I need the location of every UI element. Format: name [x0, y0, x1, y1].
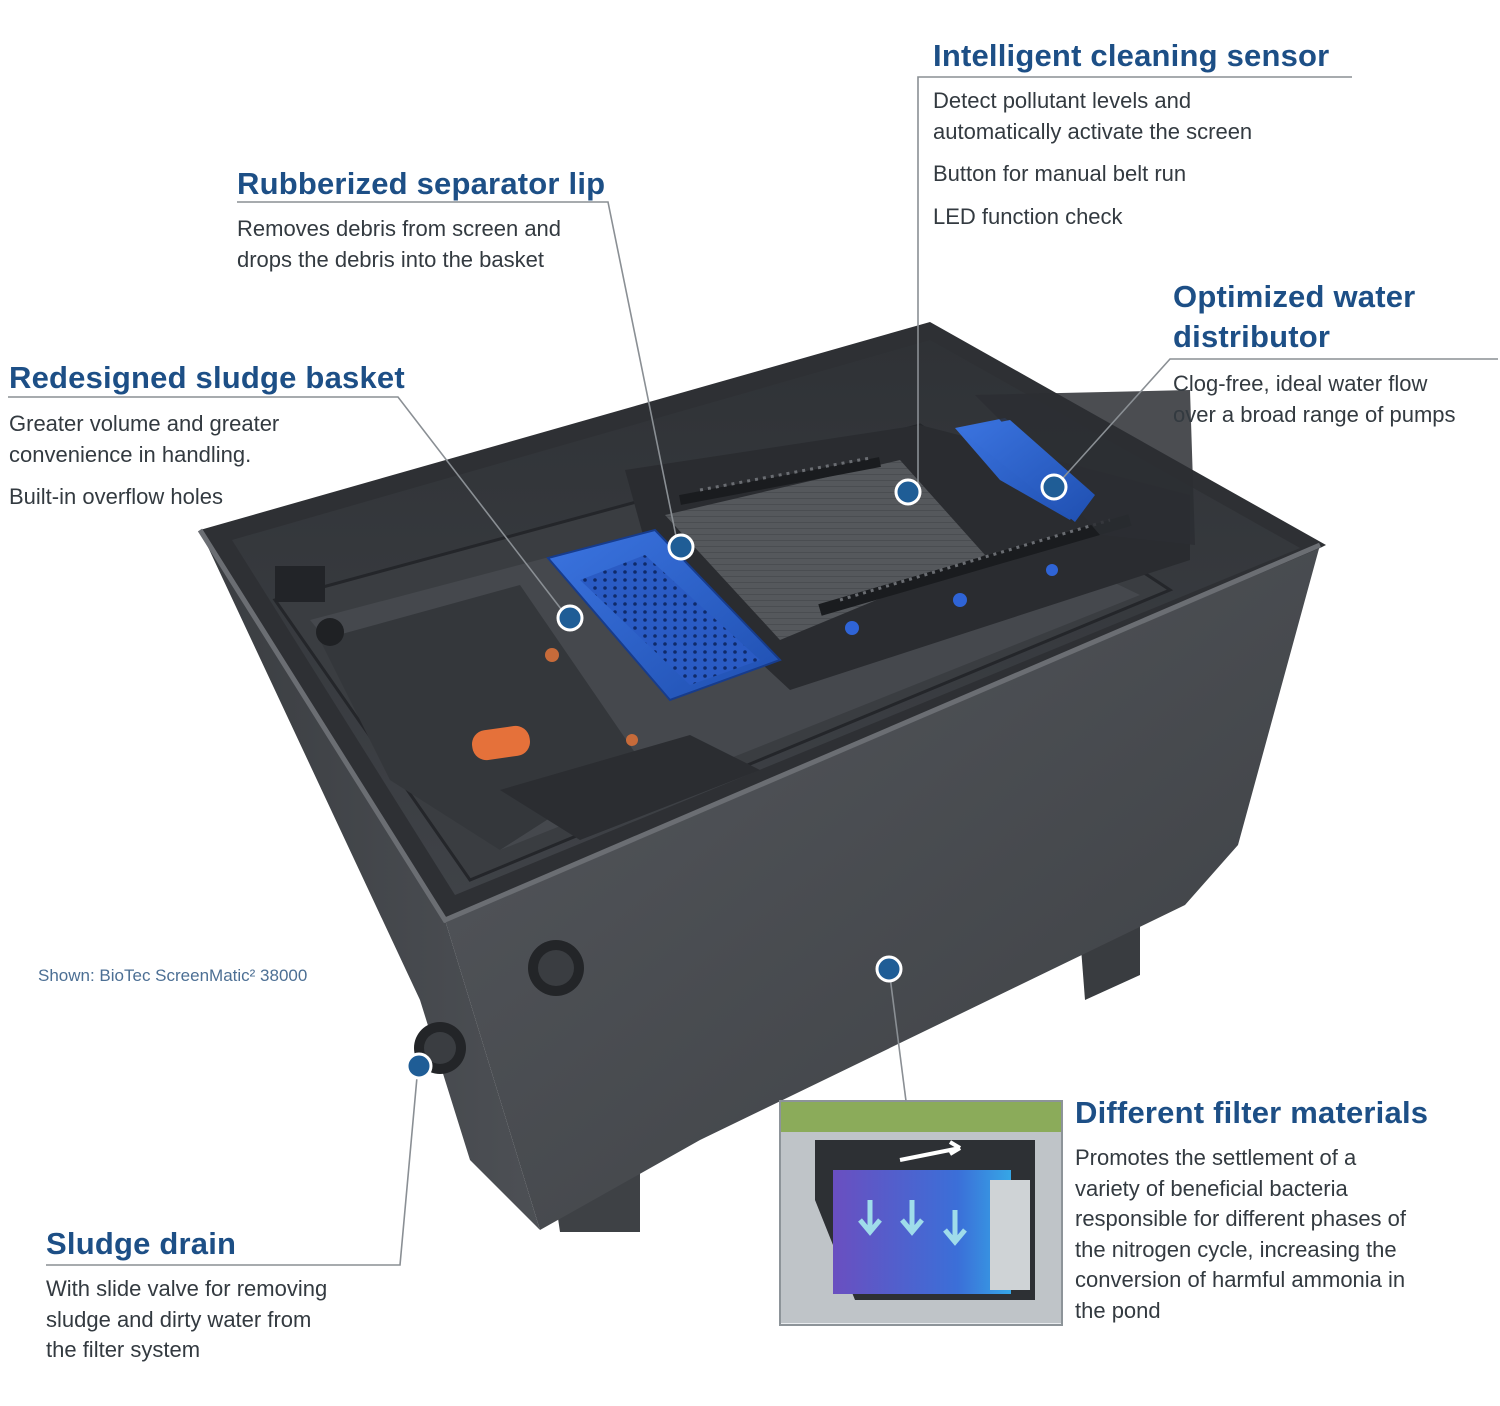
screw-knob — [845, 621, 859, 635]
trough-ramp — [500, 735, 760, 840]
callout-text: drops the debris into the basket — [237, 246, 544, 272]
screw-knob — [953, 593, 967, 607]
callout-title: Intelligent cleaning sensor — [933, 38, 1330, 73]
housing-rim-edge — [197, 528, 1321, 924]
marker-dot — [1040, 473, 1068, 501]
marker-dots — [405, 473, 1068, 1080]
filter-inset-media — [833, 1170, 1011, 1294]
filter-inset-down-arrow — [858, 1200, 967, 1246]
screen-rail-teeth — [839, 518, 1111, 602]
callout-text: automatically activate the screen — [933, 118, 1253, 144]
leader-sludge-basket — [8, 396, 569, 619]
drain-hole — [545, 648, 559, 662]
callout-sludge-basket: Redesigned sludge basket Greater volume … — [9, 358, 405, 513]
callout-title: Sludge drain — [46, 1226, 237, 1261]
marker-dot — [556, 604, 584, 632]
screw-knob — [1046, 564, 1058, 576]
filter-inset-column — [990, 1180, 1030, 1290]
callout-separator-lip: Rubberized separator lip Removes debris … — [237, 164, 605, 275]
callout-text: Removes debris from screen and — [237, 216, 562, 241]
callout-text: Promotes the settlement of a — [1075, 1145, 1357, 1170]
logo-badge — [472, 725, 530, 761]
callout-title: Redesigned sludge basket — [9, 360, 405, 395]
product-caption: Shown: BioTec ScreenMatic² 38000 — [38, 966, 308, 985]
callout-title: distributor — [1173, 319, 1331, 354]
callout-filter-materials: Different filter materials Promotes the … — [1075, 1093, 1428, 1326]
callout-text: With slide valve for removing — [46, 1276, 328, 1301]
screen-rail-right — [818, 514, 1132, 616]
leader-filter-materials — [888, 968, 907, 1102]
callout-title: Different filter materials — [1075, 1095, 1429, 1130]
callout-text: sludge and dirty water from — [46, 1306, 312, 1332]
callout-water-distributor: Optimized water distributor Clog-free, i… — [1173, 277, 1456, 430]
callout-title: Rubberized separator lip — [237, 166, 606, 201]
screen-rail-teeth — [699, 456, 871, 492]
marker-dot — [894, 478, 922, 506]
callout-text: over a broad range of pumps — [1173, 401, 1456, 427]
callout-text: responsible for different phases of — [1075, 1206, 1407, 1231]
callout-text: variety of beneficial bacteria — [1075, 1175, 1348, 1201]
leader-sludge-drain — [46, 1065, 419, 1266]
sludge-basket-side — [580, 555, 760, 685]
marker-dot — [667, 533, 695, 561]
marker-dot — [405, 1052, 433, 1080]
drain-valve-cap — [424, 1032, 456, 1064]
callout-text: the nitrogen cycle, increasing the — [1075, 1236, 1397, 1262]
side-valve-cap — [538, 950, 574, 986]
drain-hole — [316, 618, 344, 646]
distributor-housing — [975, 390, 1195, 545]
screen-rail-left — [679, 457, 881, 505]
callout-text: Button for manual belt run — [933, 161, 1187, 186]
callout-text: Built-in overflow holes — [9, 484, 223, 509]
drain-hole — [626, 734, 638, 746]
callout-text: Greater volume and greater — [9, 411, 280, 436]
marker-dot — [875, 955, 903, 983]
callout-text: Clog-free, ideal water flow — [1173, 371, 1428, 396]
callout-text: Detect pollutant levels and — [933, 88, 1192, 113]
leader-cleaning-sensor — [917, 76, 1352, 490]
callout-text: the filter system — [46, 1337, 201, 1362]
callout-text: the pond — [1075, 1297, 1161, 1323]
leader-separator-lip — [237, 201, 679, 547]
housing-front — [445, 545, 1320, 1230]
leader-water-distributor — [1053, 358, 1498, 489]
callout-text: conversion of harmful ammonia in — [1075, 1267, 1406, 1292]
callout-text: LED function check — [933, 203, 1123, 229]
callout-cleaning-sensor: Intelligent cleaning sensor Detect pollu… — [933, 36, 1329, 232]
filter-inset-grass — [781, 1102, 1061, 1132]
callout-text: convenience in handling. — [9, 441, 252, 467]
callout-title: Optimized water — [1173, 279, 1416, 314]
corner-bracket — [275, 566, 325, 602]
filter-inset-arrows — [899, 1140, 962, 1162]
callout-sludge-drain: Sludge drain With slide valve for removi… — [46, 1224, 327, 1366]
